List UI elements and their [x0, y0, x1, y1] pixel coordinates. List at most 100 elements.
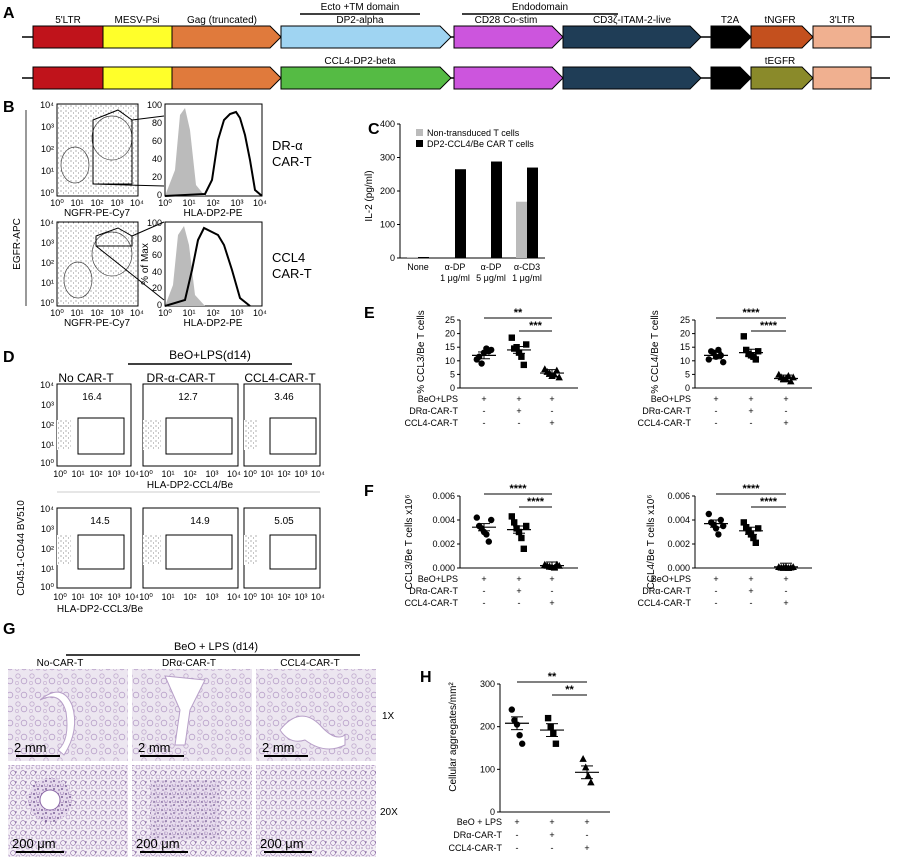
d-cluster-r2c2 [143, 535, 161, 565]
chartF2-ytick-label: 0.004 [667, 515, 690, 525]
f-left-treat-sign: + [549, 574, 554, 584]
e-right-treat-sign: + [748, 406, 753, 416]
h-treatment-signs: +--++-+-+ [514, 817, 589, 853]
f-left-treat-sign: + [516, 574, 521, 584]
b-xlabel-scatter-bottom: NGFR-PE-Cy7 [64, 318, 131, 329]
chartF2-ytick-label: 0.000 [667, 563, 690, 573]
c-cat-2-line2: 5 μg/ml [476, 273, 506, 283]
chartF1-ytick-label: 0.004 [432, 515, 455, 525]
chartE1-ytick-label: 15 [445, 342, 455, 352]
b-tick-y-top-2: 10² [41, 144, 54, 154]
panel-d: D BeO+LPS(d14) No CAR-T DR-α-CAR-T CCL4-… [3, 348, 325, 615]
chartE2-point [740, 333, 747, 340]
b-tick-y-bot-2: 10² [41, 258, 54, 268]
chartH-ytick-label: 300 [480, 679, 495, 689]
b-tick-hx-top-3: 10³ [230, 198, 243, 208]
chartH-ytick-label: 200 [480, 722, 495, 732]
hist-top-line [164, 110, 263, 197]
d-value-r1c1: 16.4 [82, 392, 102, 403]
f-right-treat-sign: + [748, 586, 753, 596]
label-t2a: T2A [721, 15, 740, 26]
chartF2-point [705, 510, 712, 518]
d-tick-x2-3: 10³ [107, 592, 120, 602]
e-left-treat-sign: - [483, 418, 486, 428]
row-label-b1-line2: CAR-T [272, 154, 312, 169]
b-tick-hy-bot-80: 80 [152, 234, 162, 244]
d-cluster-r2c1 [57, 535, 71, 565]
chartF1-point [518, 534, 525, 542]
f-left-treat-sign: + [481, 574, 486, 584]
d-tick-y2-3: 10³ [41, 524, 54, 534]
d-tick-x1b-1: 10¹ [161, 469, 174, 479]
b-tick-y-bot-4: 10⁴ [40, 218, 54, 228]
e-left-treat-sign: + [516, 394, 521, 404]
chartF1-point [508, 513, 515, 520]
chartH-point [552, 740, 560, 747]
chartF1-point [513, 525, 520, 532]
chartF2-point [750, 534, 757, 542]
d-col-0: No CAR-T [58, 371, 114, 385]
block-cd3z [562, 25, 702, 49]
scale-1x-b: 2 mm [138, 740, 171, 755]
chartH-sig-long: ** [548, 671, 557, 683]
e-left-treat-label: CCL4-CAR-T [404, 418, 458, 428]
panel-label-c: C [368, 121, 380, 138]
d-tick-x1c-1: 10¹ [260, 469, 273, 479]
g-col-1: DRα-CAR-T [162, 658, 216, 669]
h-treat-sign: + [549, 817, 554, 827]
d-xlabel-row2: HLA-DP2-CCL3/Be [57, 604, 144, 615]
b-tick-hx-top-4: 10⁴ [253, 198, 267, 208]
b-tick-hy-top-60: 60 [152, 136, 162, 146]
block-cd3z-2 [562, 66, 702, 90]
d-tick-x2b-2: 10² [183, 592, 196, 602]
d-tick-x2c-3: 10³ [294, 592, 307, 602]
b-tick-x-top-0: 10⁰ [50, 198, 64, 208]
panel-b: B DR-α CAR-T CCL4 CAR-T NGFR-PE-Cy7 HLA-… [3, 99, 312, 329]
d-tick-x2-1: 10¹ [71, 592, 84, 602]
f-left-treat-sign: - [483, 598, 486, 608]
chartE1-ytick-label: 25 [445, 315, 455, 325]
d-gate-r1c3 [269, 417, 317, 455]
d-value-r2c1: 14.5 [90, 516, 110, 527]
scale-1x-a: 2 mm [14, 740, 47, 755]
h-treat-sign: + [584, 843, 589, 853]
d-tick-x2b-3: 10³ [205, 592, 218, 602]
legend-car: DP2-CCL4/Be CAR T cells [427, 139, 534, 149]
d-tick-y1-3: 10³ [41, 400, 54, 410]
d-tick-x1b-2: 10² [183, 469, 196, 479]
e-right-treat-label: CCL4-CAR-T [637, 418, 691, 428]
chartE1-point [520, 361, 527, 369]
f-left-treat-label: BeO+LPS [418, 574, 458, 584]
histology-20x-ccl4 [256, 765, 376, 857]
d-gate-r1c2 [165, 417, 233, 455]
chartF1-point [520, 545, 527, 552]
d-tick-y2-1: 10¹ [41, 564, 54, 574]
chartH-point [584, 772, 592, 779]
f-left-treat-label: DRα-CAR-T [409, 586, 458, 596]
f-right-treat-label: DRα-CAR-T [642, 586, 691, 596]
d-tick-x2b-1: 10¹ [161, 592, 174, 602]
chartF2-point [752, 539, 759, 546]
gate-link-bottom-1 [131, 221, 165, 237]
h-treat-sign: - [516, 830, 519, 840]
h-treat-row-0: BeO + LPS [457, 817, 502, 827]
d-tick-x1-3: 10³ [107, 469, 120, 479]
f-right-treat-label: CCL4-CAR-T [637, 598, 691, 608]
chartE1-ytick-label: 20 [445, 329, 455, 339]
c-ytick-label: 300 [380, 153, 395, 163]
d-tick-y2-2: 10² [41, 544, 54, 554]
chartE2-ytick-label: 5 [685, 369, 690, 379]
scale-20x-c: 200 μm [260, 836, 304, 851]
f-left-treat-sign: + [549, 598, 554, 608]
b-ylabel-max: % of Max [140, 243, 151, 285]
e-left-treat-sign: - [483, 406, 486, 416]
d-tick-x2b-4: 10⁴ [227, 592, 241, 602]
block-cd28-2 [453, 66, 564, 90]
chartH-ytick-label: 0 [490, 807, 495, 817]
d-tick-x1b-3: 10³ [205, 469, 218, 479]
panel-label-h: H [420, 669, 432, 686]
d-col-1: DR-α-CAR-T [147, 371, 217, 385]
